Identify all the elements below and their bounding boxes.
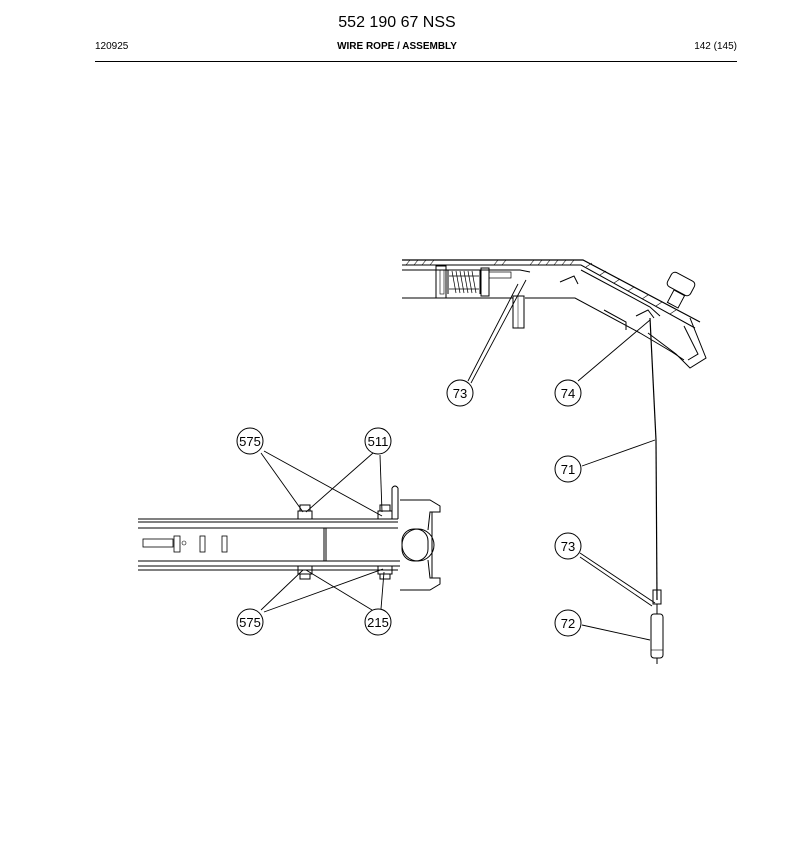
header-divider [95,61,737,62]
svg-text:72: 72 [561,616,575,631]
svg-text:73: 73 [453,386,467,401]
svg-text:73: 73 [561,539,575,554]
page-indicator: 142 (145) [694,41,737,52]
callout-215: 215 [364,608,392,636]
callout-575-bottom: 575 [236,608,264,636]
leader-lines [260,279,656,641]
callout-511: 511 [364,427,392,455]
svg-text:74: 74 [561,386,575,401]
svg-text:71: 71 [561,462,575,477]
callout-74: 74 [554,379,582,407]
wire-rope [649,317,664,664]
callout-71: 71 [554,455,582,483]
svg-text:575: 575 [239,434,261,449]
date-code: 120925 [95,41,129,52]
svg-text:511: 511 [368,434,389,449]
boom-tip-assembly [402,259,707,369]
svg-text:215: 215 [367,615,389,630]
callout-73-mid: 73 [554,532,582,560]
svg-text:575: 575 [239,615,261,630]
section-title: WIRE ROPE / ASSEMBLY [337,41,457,52]
callout-73-top: 73 [446,379,474,407]
callout-72: 72 [554,609,582,637]
callout-575-top: 575 [236,427,264,455]
document-part-number: 552 190 67 NSS [338,14,456,31]
boom-section-assembly [138,485,441,591]
